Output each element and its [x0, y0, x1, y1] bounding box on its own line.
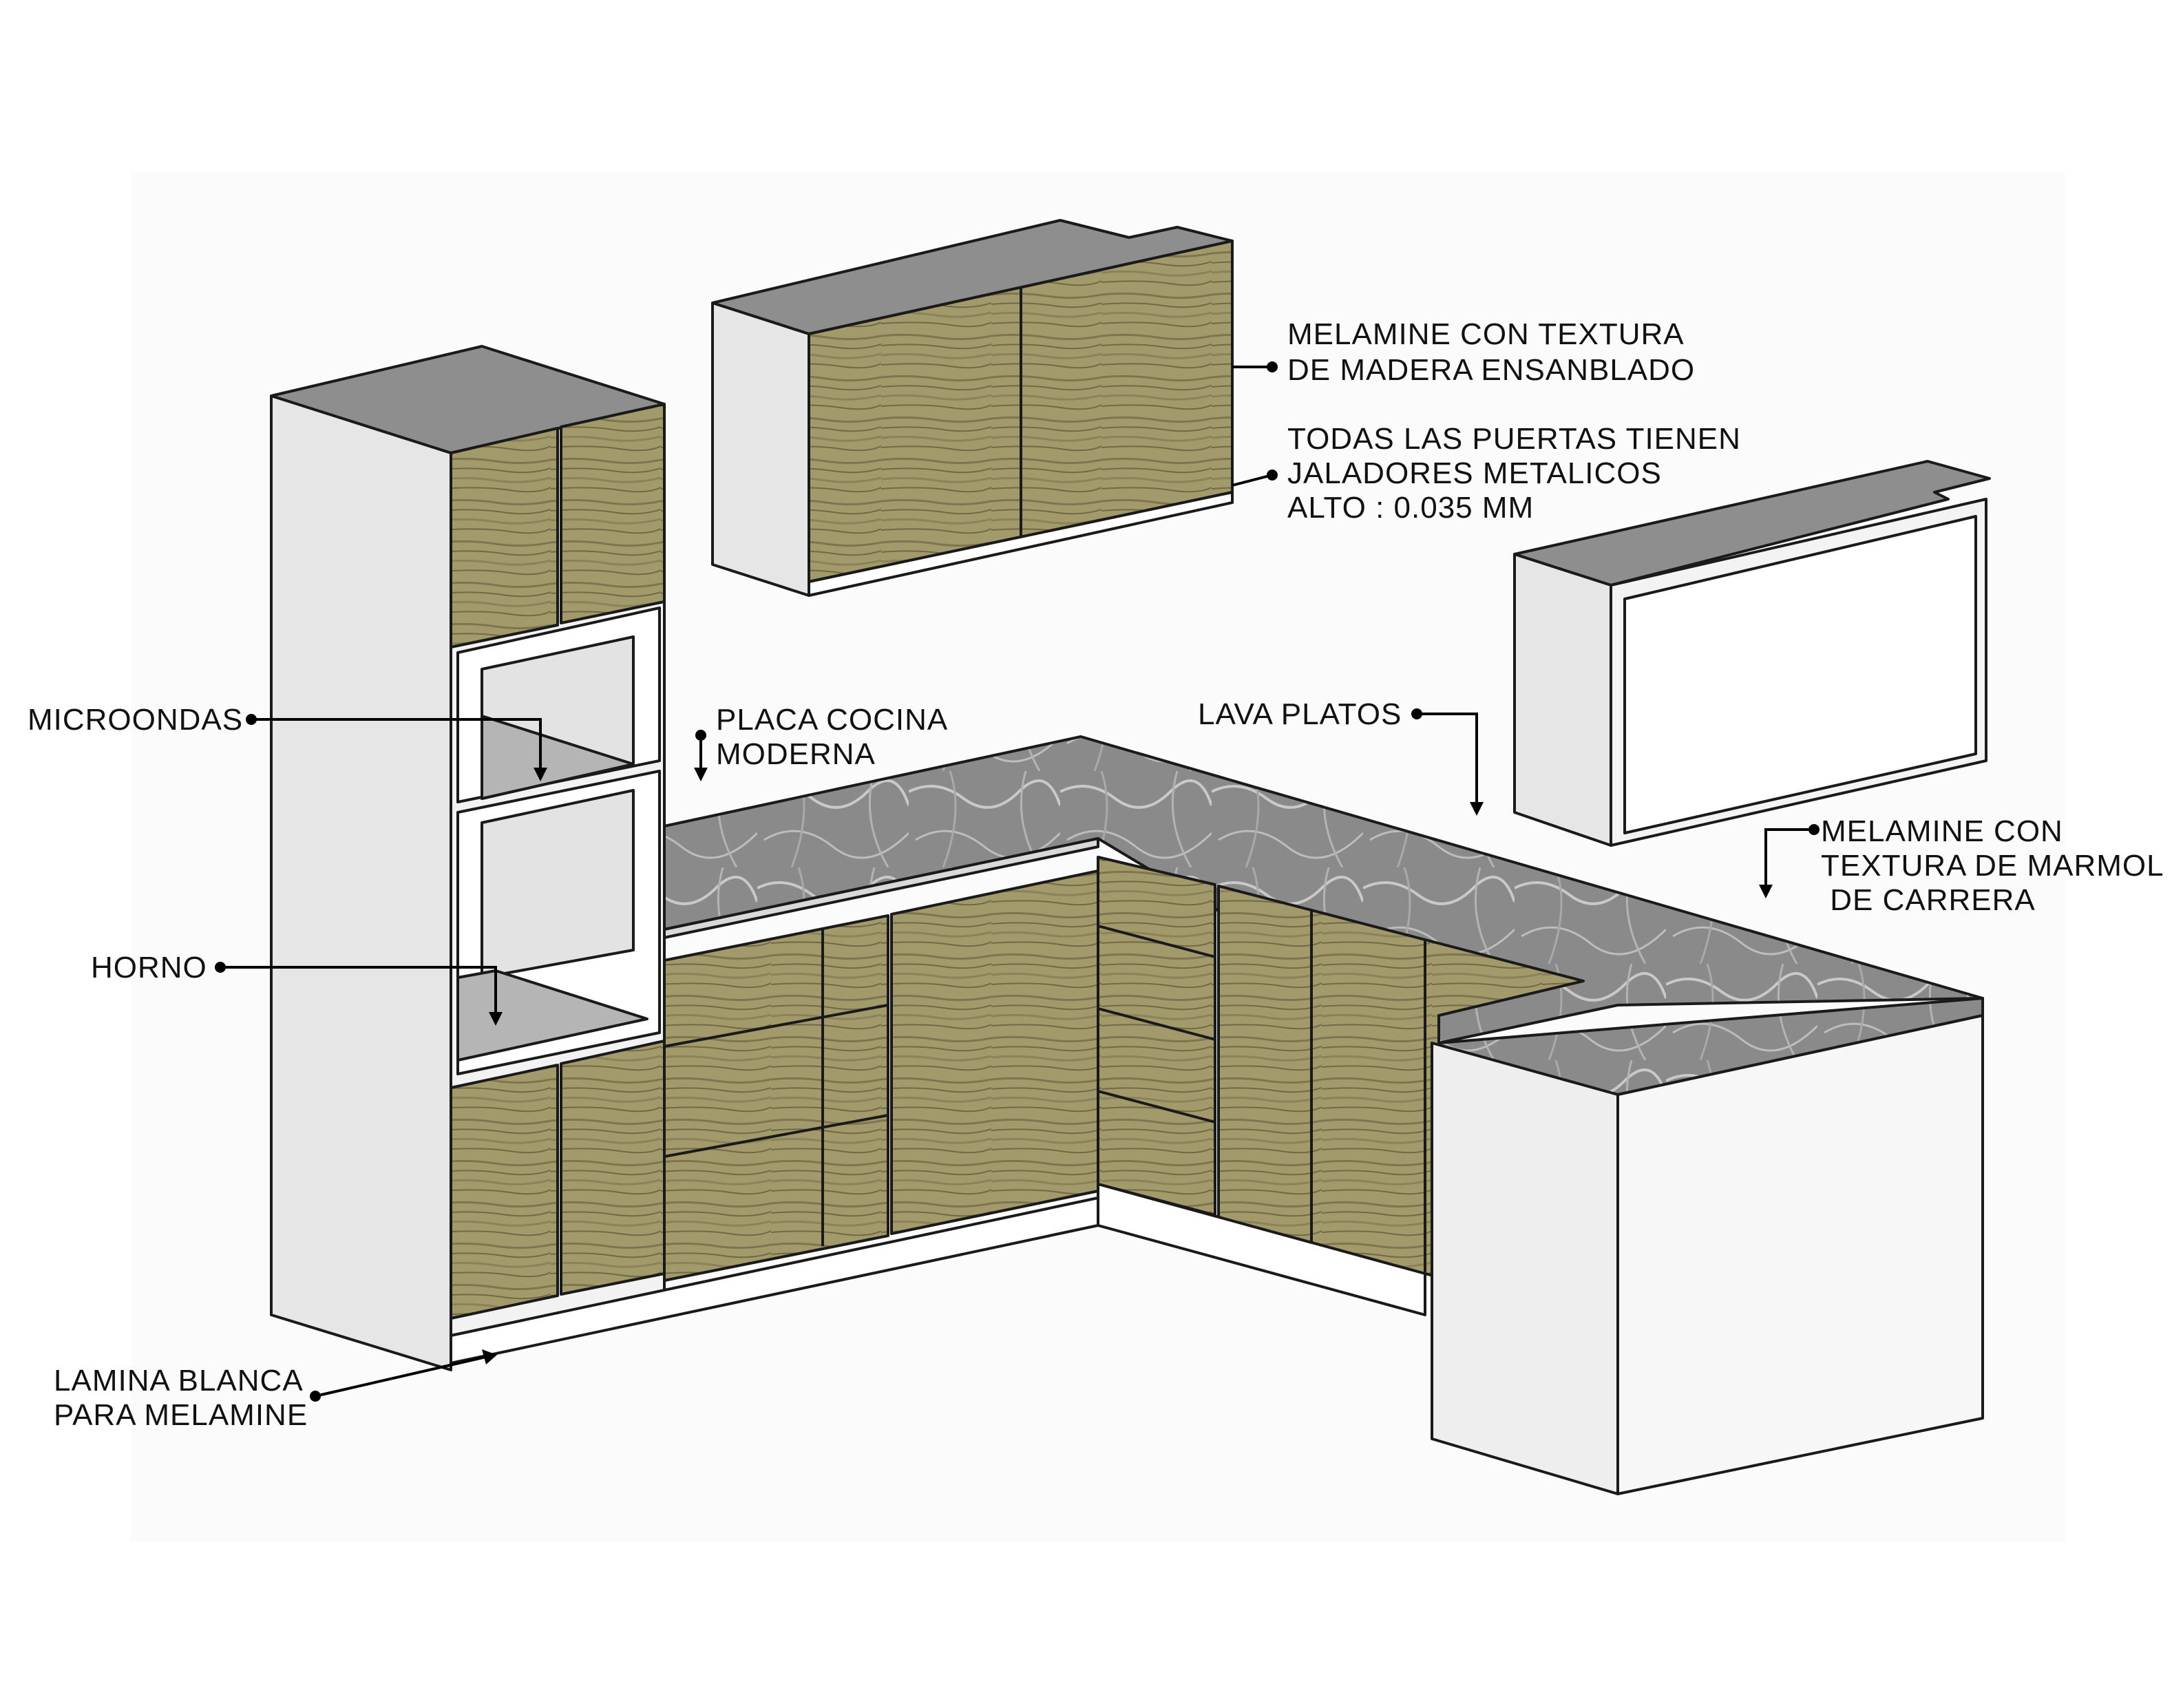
label-marmol-line3: DE CARRERA — [1821, 883, 2036, 917]
microwave-shelf — [481, 715, 635, 800]
label-puertas-line1: TODAS LAS PUERTAS TIENEN — [1287, 422, 1741, 456]
upper-left-door — [450, 427, 559, 649]
tall-column-side-panel — [270, 394, 452, 1371]
lower-cabinets-right-run — [1097, 856, 1585, 1316]
arrow-horno — [489, 1012, 503, 1026]
corner-drawer-divider-3 — [1097, 1090, 1216, 1124]
label-marmol-line2: TEXTURA DE MARMOL — [1821, 849, 2164, 883]
label-madera-line1: MELAMINE CON TEXTURA — [1287, 317, 1685, 351]
label-madera-line2: DE MADERA ENSANBLADO — [1287, 353, 1695, 387]
label-placa-line2: MODERNA — [716, 737, 876, 771]
leader-puertas — [1232, 474, 1273, 487]
right-wall-cabinet — [1513, 460, 1991, 847]
drawer-divider-2 — [664, 1114, 889, 1158]
peninsula-side-panel — [1431, 1042, 1619, 1495]
arrow-marmol — [1759, 885, 1773, 898]
kickboard-right — [1097, 1183, 1426, 1316]
drawer-stack — [663, 914, 889, 1282]
tall-pantry-column — [270, 345, 666, 1371]
arrow-microondas — [534, 768, 547, 781]
l-countertop — [663, 735, 1984, 1096]
drawer-divider-1 — [664, 1004, 889, 1048]
label-placa-line1: PLACA COCINA — [716, 703, 948, 737]
lower-door-left-run — [890, 869, 1099, 1235]
lower-cabinets-left-run — [450, 869, 1099, 1364]
arrow-placa — [694, 768, 708, 781]
label-texts: MELAMINE CON TEXTURA DE MADERA ENSANBLAD… — [28, 317, 2164, 1432]
label-puertas-line3: ALTO : 0.035 MM — [1287, 491, 1534, 525]
lower-right-door — [560, 1040, 666, 1296]
lower-doors-right-run — [1217, 885, 1426, 1275]
arrow-lava — [1470, 802, 1484, 816]
peninsula-base — [1431, 1014, 1984, 1495]
wall-cabinet-side — [711, 302, 810, 597]
upper-wall-cabinet — [711, 219, 1234, 597]
callouts — [215, 361, 1820, 1402]
peninsula-end-panel — [1616, 1014, 1984, 1495]
right-cabinet-side — [1513, 553, 1612, 847]
lower-left-door — [450, 1064, 559, 1320]
label-puertas-line2: JALADORES METALICOS — [1287, 456, 1662, 490]
oven-niche-back — [481, 789, 635, 979]
corner-drawer-divider-1 — [1097, 925, 1216, 958]
wall-cabinet-bottom-strip — [808, 491, 1234, 597]
label-lamina-line2: PARA MELAMINE — [54, 1398, 308, 1432]
leader-lamina — [315, 1355, 489, 1398]
label-microondas: MICROONDAS — [28, 703, 243, 737]
label-horno: HORNO — [91, 951, 207, 984]
label-lamina-line1: LAMINA BLANCA — [54, 1364, 304, 1398]
label-lava-platos: LAVA PLATOS — [1198, 697, 1402, 731]
corner-drawer-divider-2 — [1097, 1007, 1216, 1041]
countertop-front-edge — [663, 837, 1099, 939]
oven-shelf — [456, 969, 648, 1062]
arrow-lamina — [482, 1349, 497, 1364]
upper-right-door — [560, 403, 666, 624]
label-marmol-line1: MELAMINE CON — [1821, 814, 2063, 848]
leader-marmol — [1764, 828, 1814, 892]
leader-horno — [220, 966, 497, 1019]
leader-microondas — [251, 718, 542, 774]
right-cabinet-door-panel — [1623, 515, 1977, 834]
leader-lava — [1417, 713, 1478, 809]
